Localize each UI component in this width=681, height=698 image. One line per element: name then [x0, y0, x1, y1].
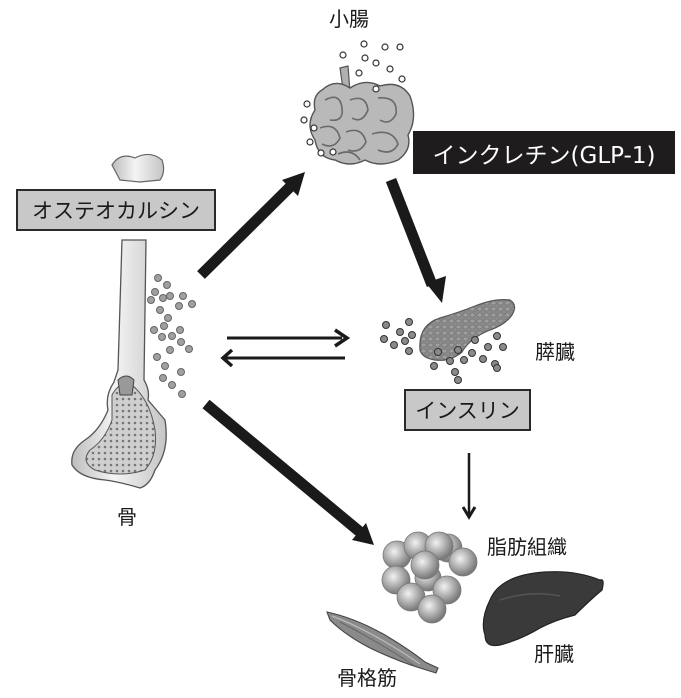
liver-illustration	[482, 571, 604, 647]
pancreas-illustration	[419, 299, 516, 361]
arrow-bone-to-pancreas	[227, 328, 351, 348]
arrow-bone-to-intestine	[197, 172, 305, 279]
label-incretin: インクレチン(GLP-1)	[413, 131, 675, 174]
label-bone: 骨	[117, 505, 137, 529]
arrow-bone-to-fat-muscle	[202, 399, 374, 545]
arrow-pancreas-to-bone	[220, 348, 345, 368]
label-liver: 肝臓	[534, 642, 574, 666]
adipose-tissue-illustration	[381, 531, 478, 624]
bone-illustration	[71, 153, 167, 489]
osteocalcin-particles	[147, 274, 196, 398]
skeletal-muscle-illustration	[326, 611, 439, 674]
label-insulin: インスリン	[404, 389, 531, 431]
label-pancreas: 膵臓	[535, 340, 575, 364]
label-adipose-tissue: 脂肪組織	[487, 535, 567, 559]
arrow-insulin-to-fat	[461, 453, 477, 520]
arrow-intestine-to-pancreas	[385, 177, 446, 303]
incretin-particles	[300, 40, 406, 157]
label-osteocalcin: オステオカルシン	[16, 189, 216, 231]
small-intestine-illustration	[309, 65, 415, 165]
label-small-intestine: 小腸	[329, 7, 369, 31]
insulin-particles	[380, 318, 507, 384]
label-skeletal-muscle: 骨格筋	[337, 666, 397, 690]
